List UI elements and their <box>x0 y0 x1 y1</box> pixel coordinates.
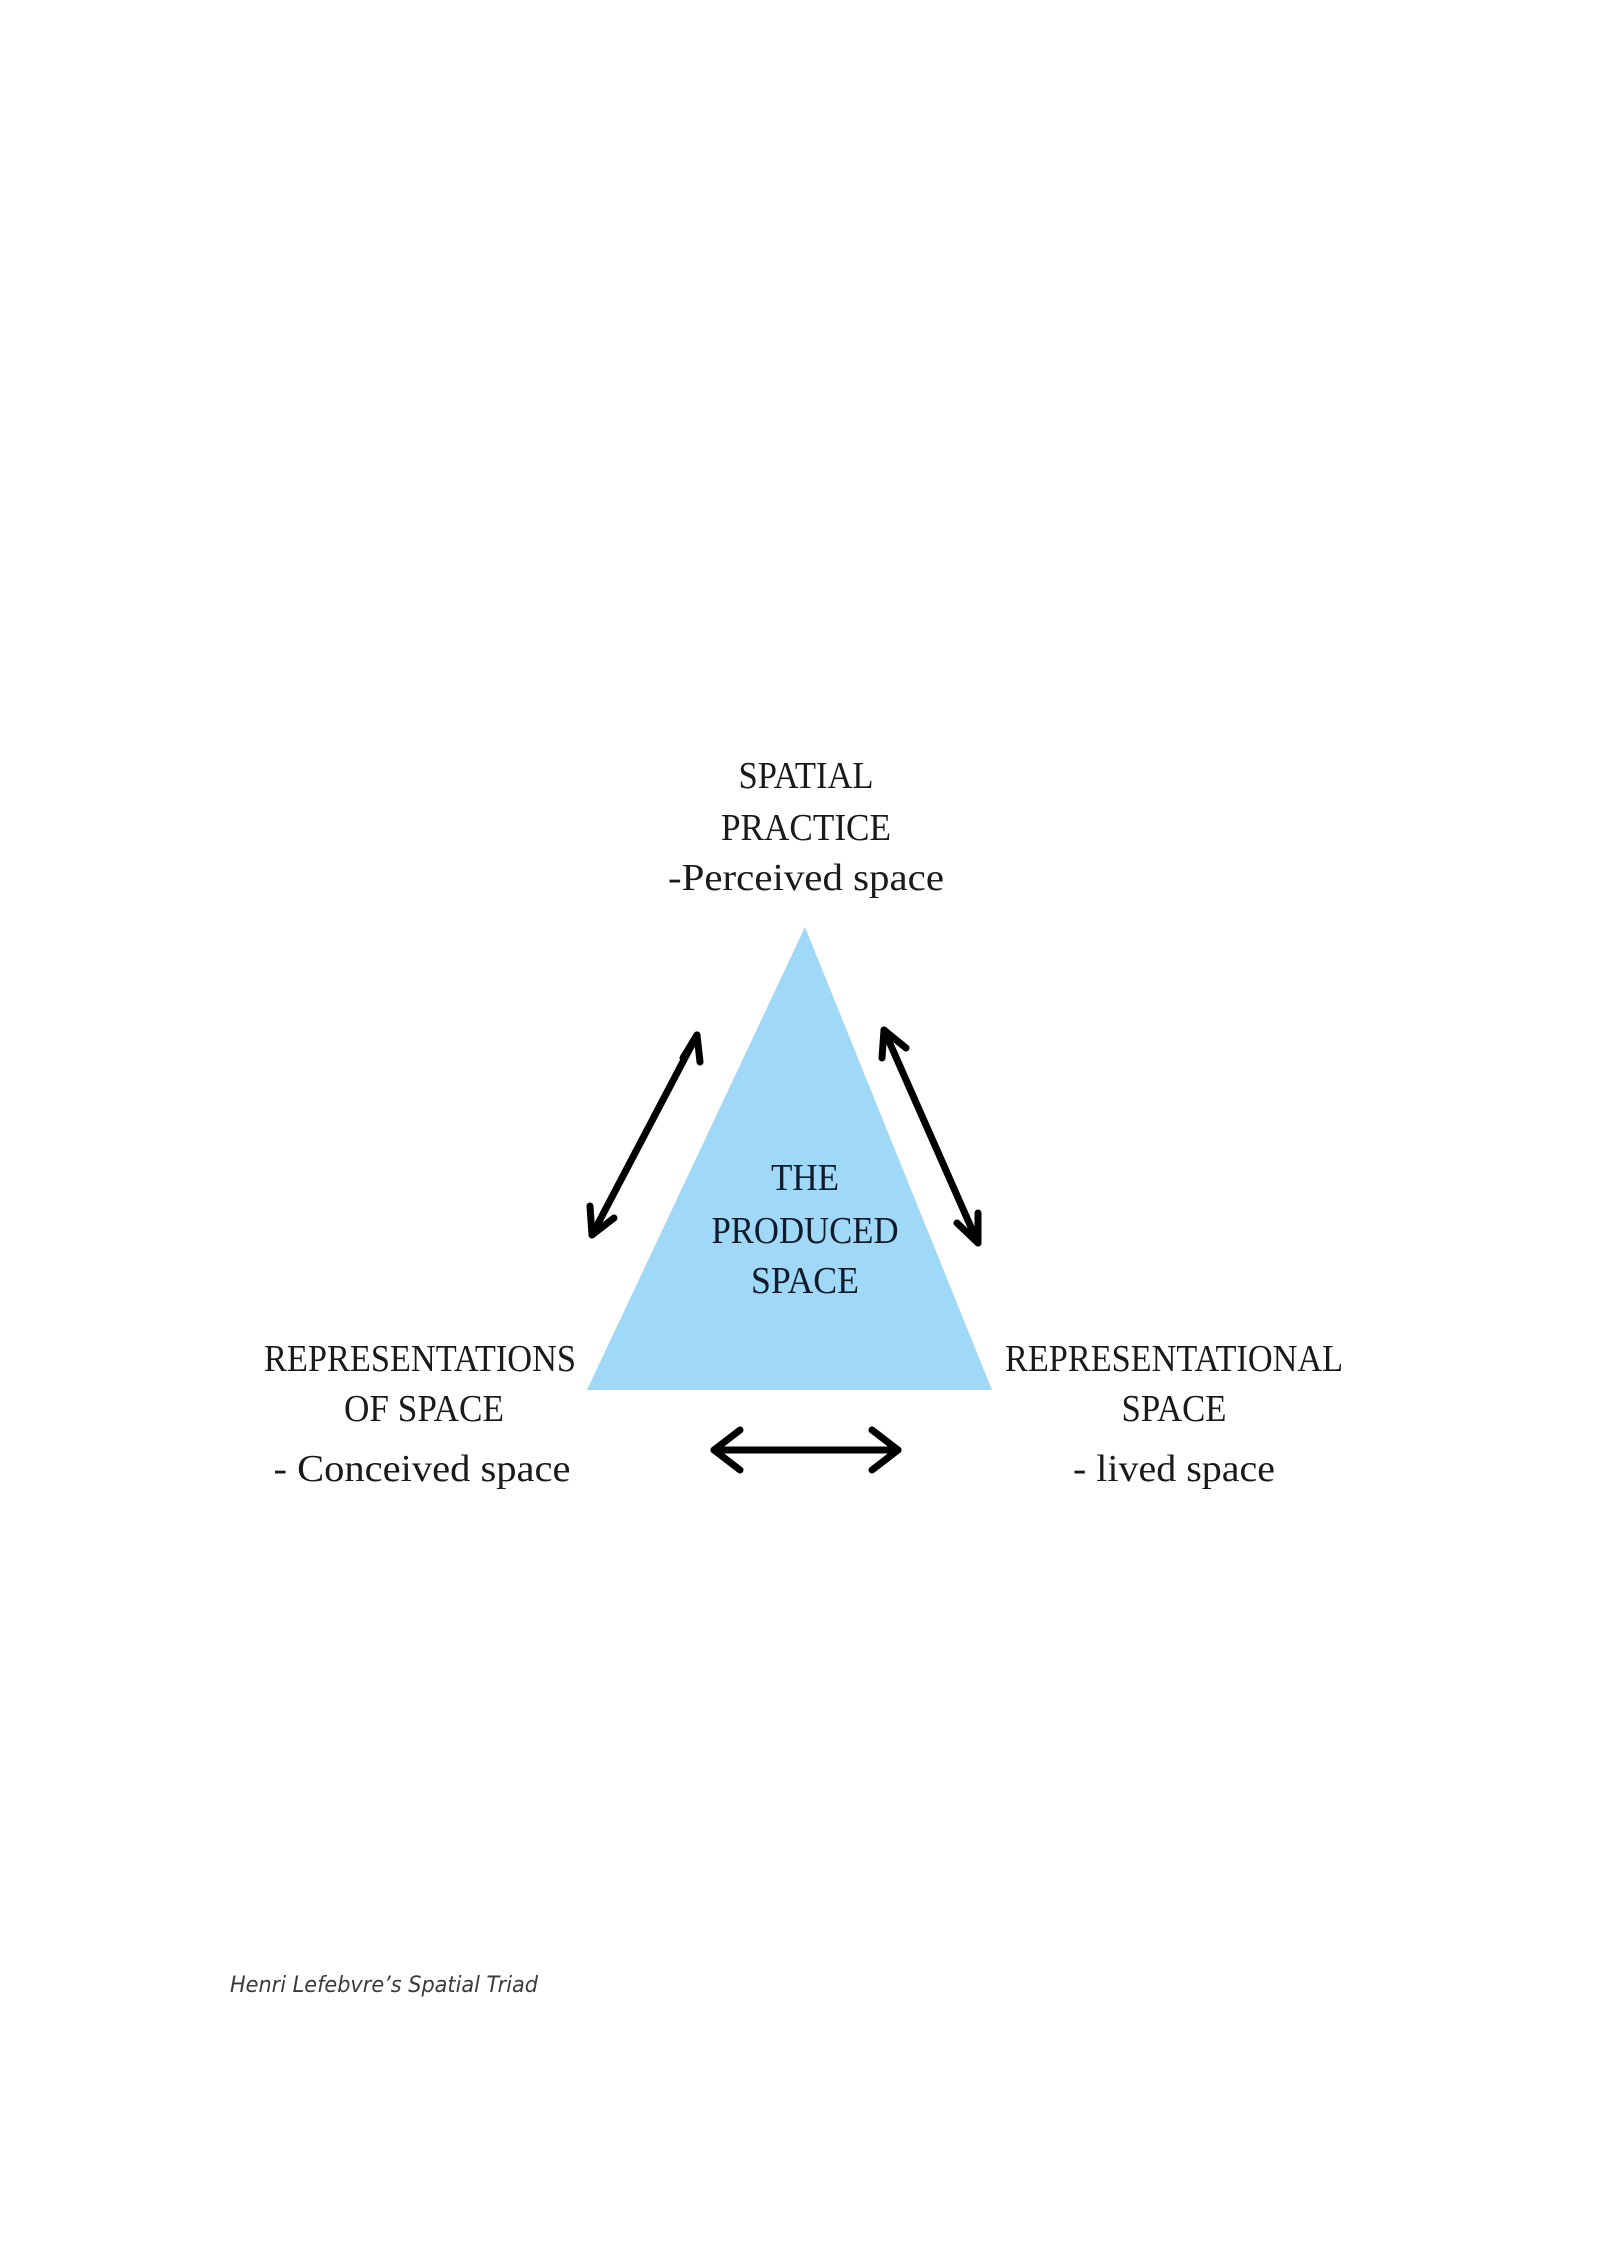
node-label-line: SPATIAL <box>739 755 874 797</box>
node-representational-space: REPRESENTATIONAL SPACE - lived space <box>1005 1338 1343 1490</box>
arrow-practice-to-representational <box>878 1026 982 1247</box>
center-label-line: THE <box>771 1157 839 1199</box>
center-label-line: PRODUCED <box>712 1210 899 1252</box>
node-sublabel: - Conceived space <box>274 1448 571 1490</box>
center-label-line: SPACE <box>751 1260 859 1302</box>
arrow-practice-to-representations <box>586 1031 704 1239</box>
produced-space-triangle <box>587 927 992 1390</box>
node-label-line: SPACE <box>1122 1388 1227 1430</box>
node-label-line: OF SPACE <box>344 1388 504 1430</box>
center-label: THE PRODUCED SPACE <box>712 1157 899 1302</box>
node-label-line: PRACTICE <box>721 807 891 849</box>
node-sublabel: -Perceived space <box>668 857 944 899</box>
node-spatial-practice: SPATIAL PRACTICE -Perceived space <box>668 755 944 899</box>
node-sublabel: - lived space <box>1073 1448 1275 1490</box>
node-representations-of-space: REPRESENTATIONS OF SPACE - Conceived spa… <box>264 1338 576 1490</box>
arrow-representations-to-representational <box>710 1426 902 1474</box>
figure-caption: Henri Lefebvre’s Spatial Triad <box>230 1973 539 1998</box>
node-label-line: REPRESENTATIONAL <box>1005 1338 1343 1380</box>
node-label-line: REPRESENTATIONS <box>264 1338 576 1380</box>
